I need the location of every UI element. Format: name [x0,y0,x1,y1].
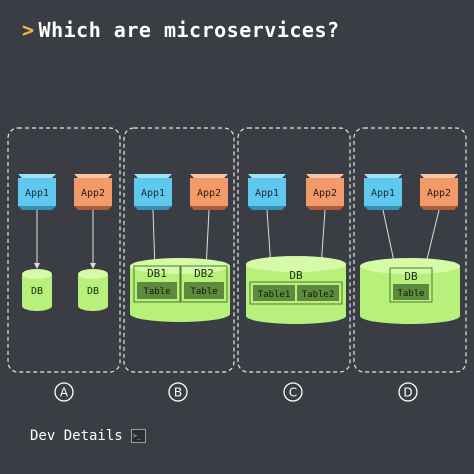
option-d-label: D [398,382,418,402]
option-c-app2: App2 [306,174,344,210]
option-a-frame [7,127,121,373]
db-label: DB [87,286,99,297]
table-label: Table [190,287,217,297]
option-a-db1: DB [22,269,52,311]
app2-label: App2 [313,188,337,199]
option-b-app1: App1 [134,174,172,210]
option-c-app1: App1 [248,174,286,210]
app1-label: App1 [371,188,395,199]
db1-label: DB1 [147,267,167,280]
option-b-app2: App2 [190,174,228,210]
table1-label: Table1 [258,290,291,300]
terminal-icon: >_ [130,429,146,443]
app2-label: App2 [197,188,221,199]
option-a-db2: DB [78,269,108,311]
table-label: Table [143,287,170,297]
option-d-database: DB Table [360,258,460,324]
option-a-app2: App2 [74,174,112,210]
app1-label: App1 [255,188,279,199]
svg-text:A: A [60,386,69,400]
option-d-app1: App1 [364,174,402,210]
option-c-label: C [283,382,303,402]
db-label: DB [289,269,303,282]
title-text: Which are microservices? [38,18,340,42]
option-b-frame [123,127,235,373]
svg-text:D: D [403,386,412,400]
prompt-chevron: > [22,18,35,42]
option-d-frame [353,127,467,373]
option-d-app2: App2 [420,174,458,210]
app1-label: App1 [25,188,49,199]
brand-name: Dev Details [30,428,123,444]
page-title: >Which are microservices? [22,18,340,42]
option-b-label: B [168,382,188,402]
table-label: Table [397,289,424,299]
db-label: DB [404,270,418,283]
svg-text:C: C [289,386,297,400]
option-a-label: A [54,382,74,402]
db2-label: DB2 [194,267,214,280]
app1-label: App1 [141,188,165,199]
table2-label: Table2 [302,290,335,300]
option-a-app1: App1 [18,174,56,210]
option-b-database: DB1 DB2 Table Table [130,258,230,322]
app2-label: App2 [427,188,451,199]
footer-brand: Dev Details >_ [30,428,146,444]
option-c-frame [237,127,351,373]
app2-label: App2 [81,188,105,199]
svg-text:B: B [174,386,182,400]
db-label: DB [31,286,43,297]
option-c-database: DB Table1 Table2 [246,256,346,324]
